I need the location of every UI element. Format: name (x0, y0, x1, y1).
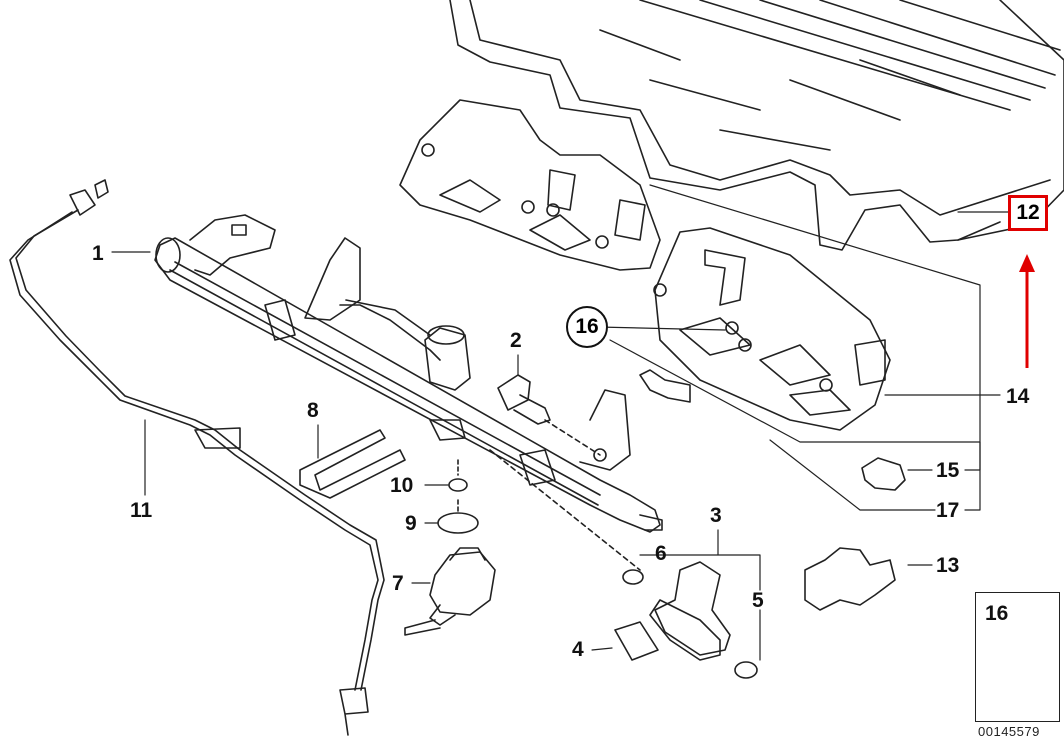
callout-14: 14 (1006, 385, 1030, 408)
callout-5: 5 (752, 589, 764, 612)
clip-part-17 (639, 369, 691, 403)
fuel-rail-part (154, 214, 663, 533)
bolt-part-2 (497, 374, 601, 456)
inset-label-16: 16 (985, 602, 1009, 625)
callout-3: 3 (710, 504, 722, 527)
callout-8: 8 (307, 399, 319, 422)
coil-bracket-right (653, 227, 891, 431)
red-arrow (1019, 254, 1035, 368)
clamp-part-15 (861, 457, 906, 491)
callout-2: 2 (510, 329, 522, 352)
callout-11: 11 (130, 499, 153, 522)
diagram-code: 00145579 (978, 724, 1040, 739)
callout-1: 1 (92, 242, 104, 265)
callout-9: 9 (405, 512, 417, 535)
callout-6: 6 (655, 542, 667, 565)
seal-ring-10 (448, 478, 468, 492)
callout-15: 15 (936, 459, 960, 482)
o-ring-9 (437, 512, 479, 534)
coil-bracket-left (399, 99, 661, 271)
leader-lines (111, 184, 1009, 661)
injector-part-3 (489, 449, 758, 679)
callout-16-circled: 16 (566, 306, 608, 348)
clamp-part-13 (804, 547, 896, 611)
wire-clip-part-8 (299, 429, 406, 499)
callout-17: 17 (936, 499, 960, 522)
callout-7: 7 (392, 572, 404, 595)
callout-13: 13 (936, 554, 960, 577)
bolt-inset-box (975, 592, 1060, 722)
callout-4: 4 (572, 638, 584, 661)
callout-12-highlighted: 12 (1008, 195, 1048, 231)
callout-10: 10 (390, 474, 414, 497)
pressure-regulator-part-7 (404, 547, 496, 636)
hose-part-11 (9, 179, 385, 736)
